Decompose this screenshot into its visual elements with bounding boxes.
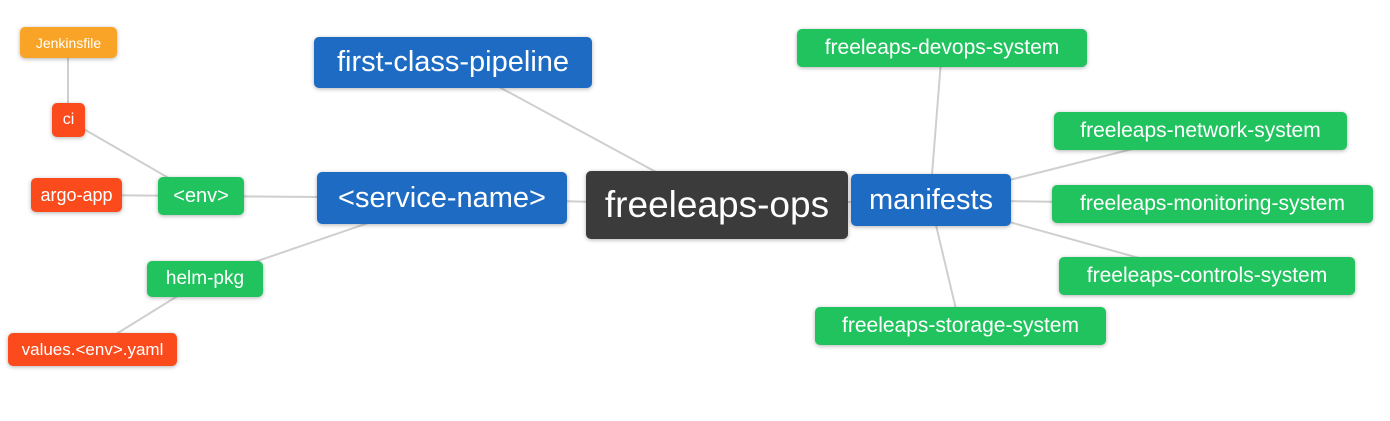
node-freeleaps-controls-system[interactable]: freeleaps-controls-system	[1059, 257, 1355, 295]
node-ci[interactable]: ci	[52, 103, 85, 137]
node-freeleaps-monitoring-system[interactable]: freeleaps-monitoring-system	[1052, 185, 1373, 223]
node-freeleaps-devops-system[interactable]: freeleaps-devops-system	[797, 29, 1087, 67]
node-freeleaps-ops[interactable]: freeleaps-ops	[586, 171, 848, 239]
node-values-env-yaml[interactable]: values.<env>.yaml	[8, 333, 177, 366]
node-manifests[interactable]: manifests	[851, 174, 1011, 226]
node-freeleaps-storage-system[interactable]: freeleaps-storage-system	[815, 307, 1106, 345]
node-service-name[interactable]: <service-name>	[317, 172, 567, 224]
node-jenkinsfile[interactable]: Jenkinsfile	[20, 27, 117, 58]
node-env[interactable]: <env>	[158, 177, 244, 215]
node-helm-pkg[interactable]: helm-pkg	[147, 261, 263, 297]
node-first-class-pipeline[interactable]: first-class-pipeline	[314, 37, 592, 88]
node-freeleaps-network-system[interactable]: freeleaps-network-system	[1054, 112, 1347, 150]
node-argo-app[interactable]: argo-app	[31, 178, 122, 212]
